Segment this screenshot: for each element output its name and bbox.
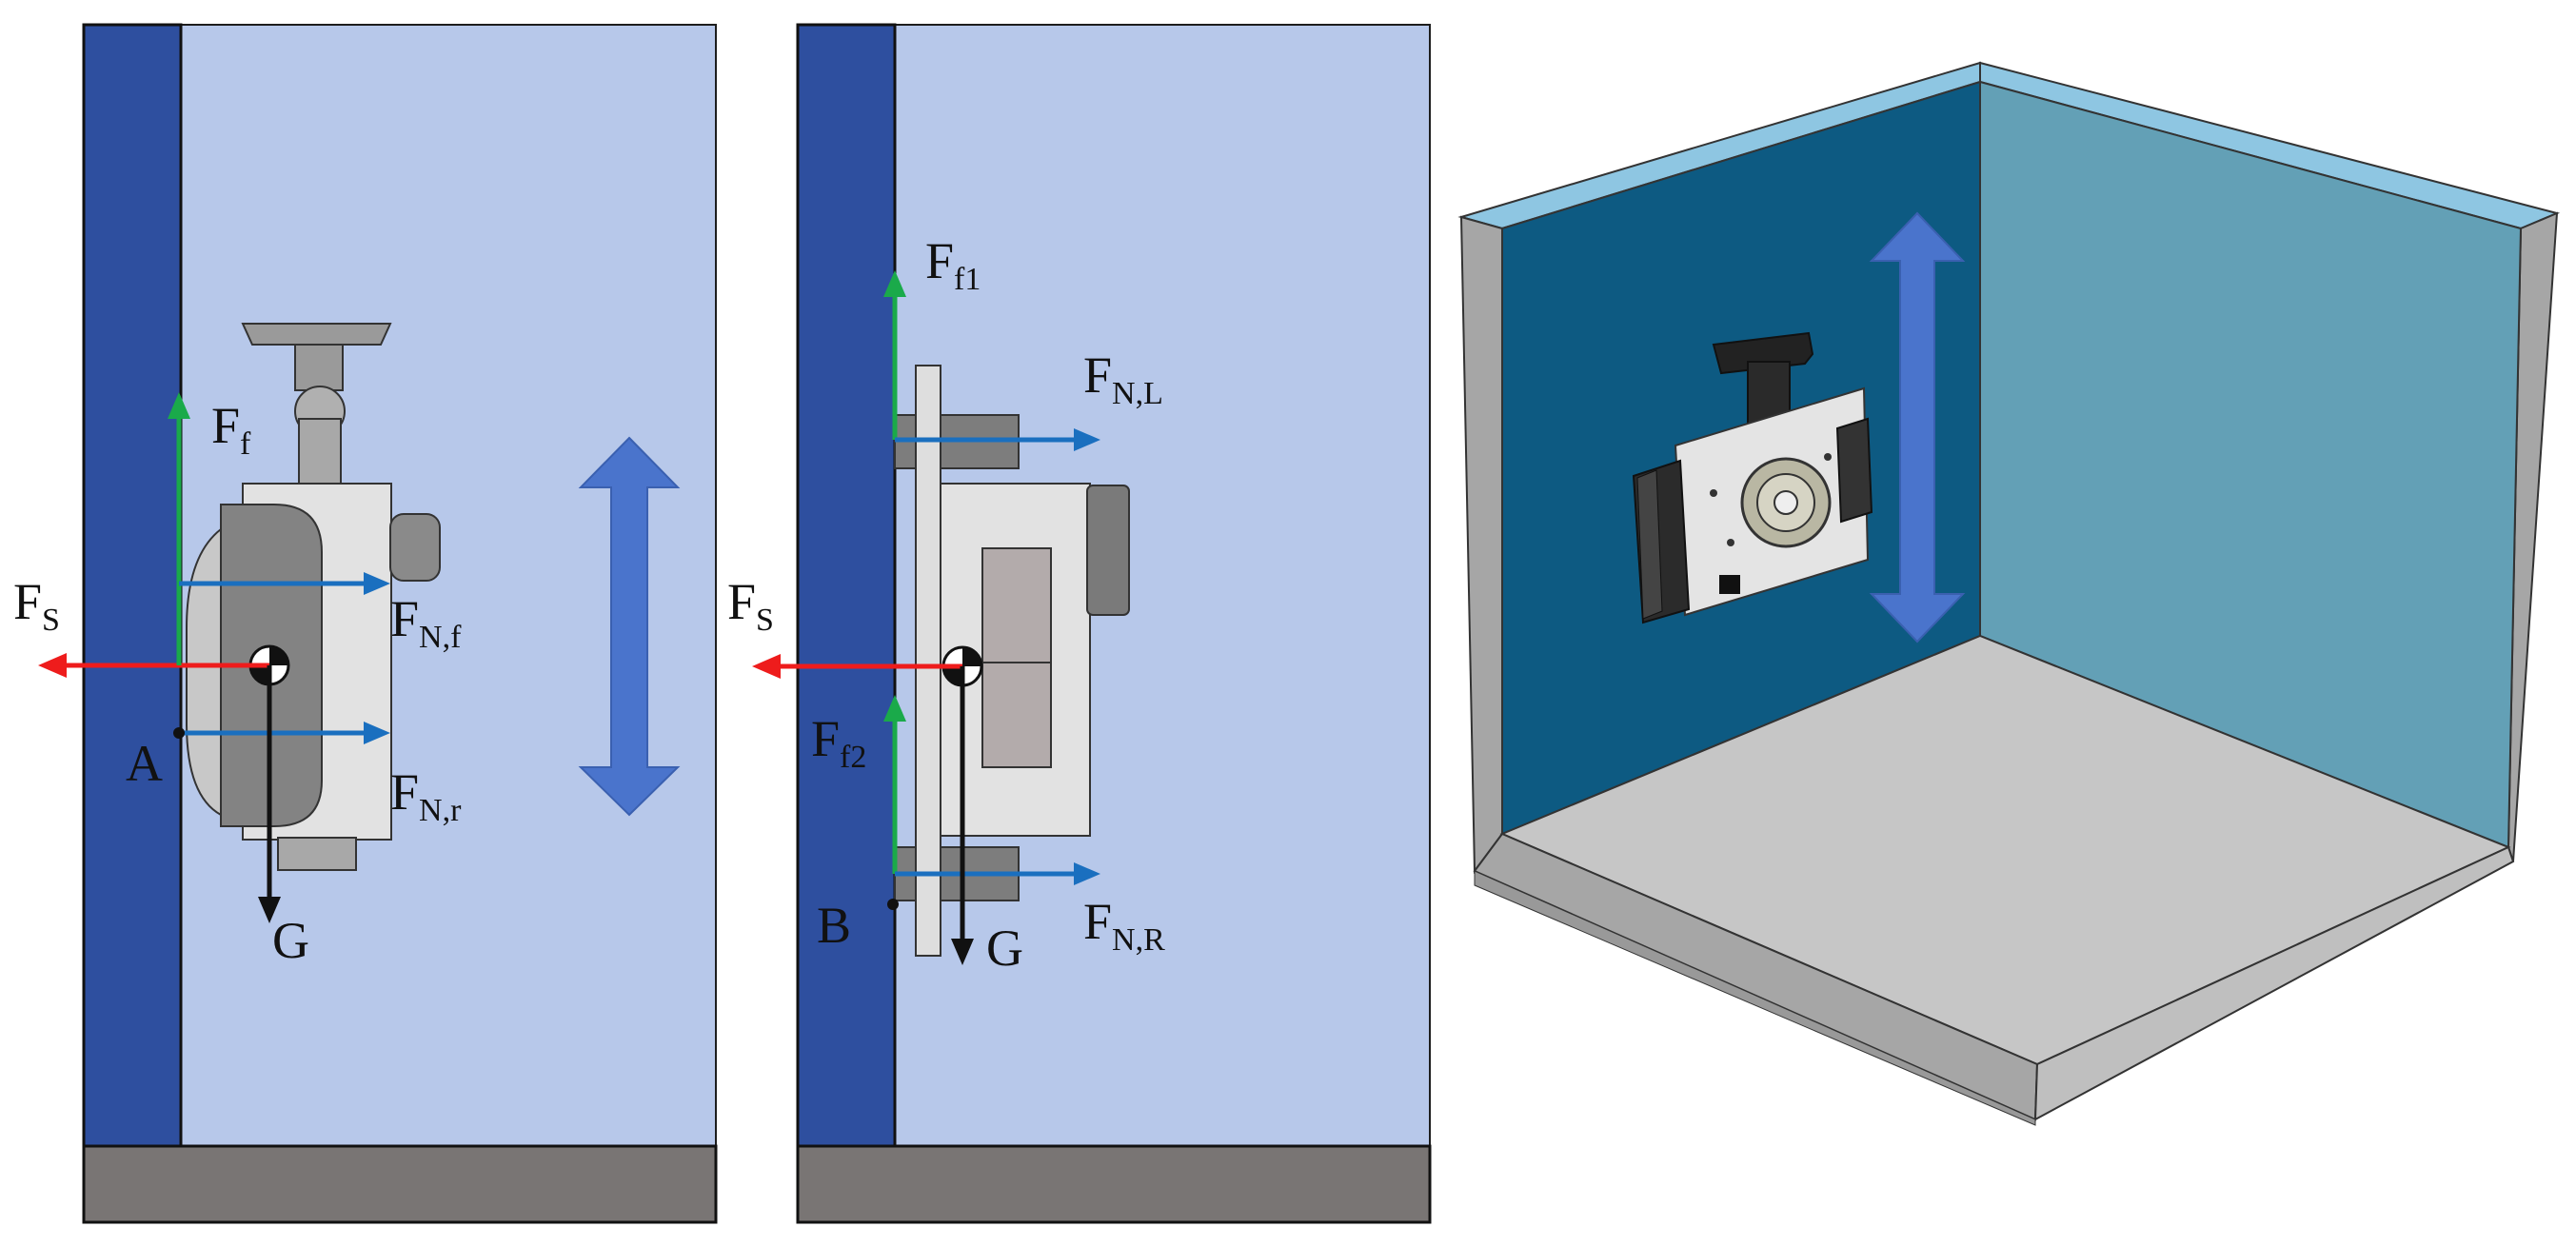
pool-front-right <box>2033 845 2515 1121</box>
pool-wall <box>82 23 183 1148</box>
panel-left: FS Ff FN,f FN,r G A <box>13 23 718 1224</box>
label-ff2: Ff2 <box>811 710 866 775</box>
force-arrowhead-fs <box>752 654 781 679</box>
contact-point-a <box>173 727 185 739</box>
label-ff1: Ff1 <box>925 232 981 297</box>
motion-arrow-icon <box>1869 211 1966 643</box>
pool-floor <box>82 1144 718 1224</box>
force-arrowhead-g <box>951 939 974 965</box>
robot-icon <box>1632 331 1873 624</box>
motion-arrow-icon <box>578 436 681 817</box>
label-fnf: FN,f <box>390 590 462 655</box>
force-arrowhead-ff1 <box>883 270 906 297</box>
label-g: G <box>272 912 309 969</box>
force-arrowhead-ff <box>168 392 190 419</box>
force-arrowhead-fnf <box>364 572 390 595</box>
label-fnr: FN,R <box>1083 893 1165 958</box>
label-fs: FS <box>727 573 774 638</box>
pool-base-front <box>1474 870 2036 1126</box>
force-arrowhead-fnr <box>364 722 390 744</box>
force-arrowhead-g <box>258 897 281 923</box>
center-of-gravity-icon <box>248 644 290 686</box>
contact-point-b <box>887 899 899 910</box>
label-ff: Ff <box>211 397 251 462</box>
label-fs: FS <box>13 573 60 638</box>
label-point-a: A <box>126 735 163 792</box>
label-fnr: FN,r <box>390 763 462 828</box>
force-arrowhead-fs <box>38 653 67 678</box>
panel-middle: FS Ff1 Ff2 FN,L FN,R G B <box>727 23 1432 1224</box>
label-g: G <box>986 920 1023 977</box>
pool-floor <box>796 1144 1432 1224</box>
force-arrowhead-fnr <box>1074 862 1100 885</box>
panel-right-pool-3d <box>1457 61 2561 1126</box>
pool-outer-side-left <box>1459 215 1503 874</box>
pool-wall <box>796 23 897 1148</box>
label-point-b: B <box>817 897 851 954</box>
force-arrowhead-fnl <box>1074 428 1100 451</box>
force-arrowhead-ff2 <box>883 695 906 722</box>
label-fnl: FN,L <box>1083 346 1163 411</box>
